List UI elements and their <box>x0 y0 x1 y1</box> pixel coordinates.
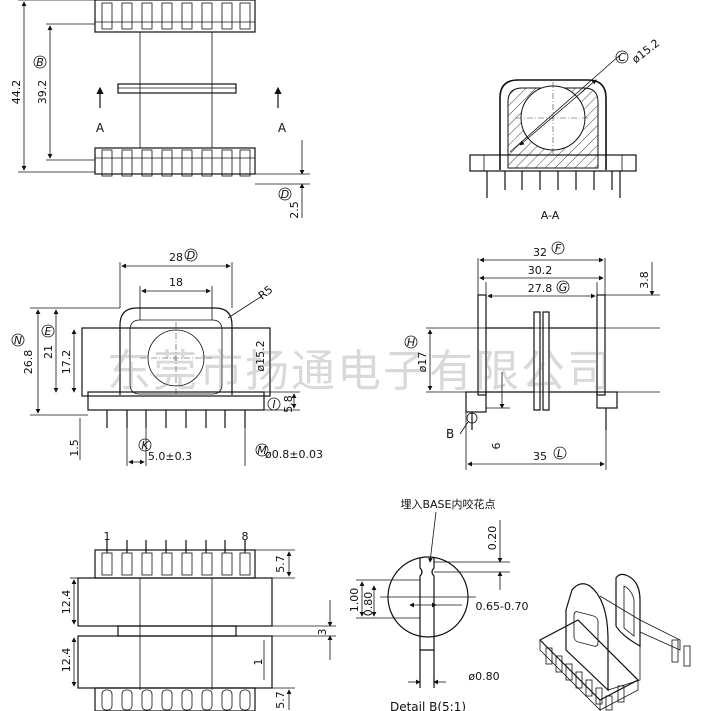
dim-side-32: 32 <box>533 246 547 259</box>
dim-side-6: 6 <box>490 443 503 450</box>
dim-front-radius: R5 <box>256 283 276 302</box>
label-b-circle: B <box>36 56 44 69</box>
dim-aa-bore: ø15.2 <box>630 37 663 66</box>
dim-bottom-5-7a: 5.7 <box>274 555 287 573</box>
label-l-circle: L <box>557 447 563 460</box>
label-f-circle: F <box>555 242 562 255</box>
label-i-circle: I <box>272 398 275 411</box>
dim-bottom-12-4a: 12.4 <box>60 590 73 615</box>
dim-pin-length: 2.5 <box>288 201 301 219</box>
label-d2-circle: D <box>187 249 195 262</box>
label-e-circle: E <box>45 325 52 338</box>
label-n-circle: N <box>14 334 22 347</box>
bottom-pin-1-label: 1 <box>104 530 111 543</box>
dim-front-21: 21 <box>42 345 55 359</box>
label-a-left: A <box>96 121 105 135</box>
dim-front-pin-dia: ø0.8±0.03 <box>265 448 323 461</box>
top-view: 44.2 39.2 B A A D 2.5 <box>10 0 310 219</box>
bottom-view: 1 8 12.4 12.4 5.7 3 1 5.7 <box>60 530 336 711</box>
dim-detail-0-80: 0.80 <box>362 592 375 617</box>
dim-front-bore: ø15.2 <box>254 340 267 371</box>
dim-front-1-5: 1.5 <box>68 439 81 457</box>
dim-front-pitch: 5.0±0.3 <box>148 450 192 463</box>
section-title: A-A <box>541 209 560 222</box>
detail-b: 埋入BASE内咬花点 0.20 1.00 0.80 0.65-0.70 ø0.8… <box>348 497 528 711</box>
dim-bottom-12-4b: 12.4 <box>60 648 73 673</box>
dim-top-inner: 39.2 <box>36 80 49 105</box>
dim-detail-1-00: 1.00 <box>348 588 361 613</box>
dim-front-17-2: 17.2 <box>60 350 73 375</box>
dim-front-5-8: 5.8 <box>282 395 295 413</box>
dim-side-27-8: 27.8 <box>528 282 553 295</box>
label-k-circle: K <box>141 439 149 452</box>
dim-detail-0-20: 0.20 <box>486 526 499 551</box>
label-a-right: A <box>278 121 287 135</box>
label-m-circle: M <box>257 444 267 457</box>
section-aa: C ø15.2 A-A <box>469 37 663 222</box>
watermark: 东莞市扬通电子有限公司 <box>107 346 613 397</box>
dim-front-width: 28 <box>169 251 183 264</box>
dim-top-height: 44.2 <box>10 80 23 105</box>
isometric-view <box>538 573 691 711</box>
dim-bottom-1: 1 <box>252 659 265 666</box>
bottom-pin-8-label: 8 <box>242 530 249 543</box>
label-c-circle: C <box>618 51 626 64</box>
label-g-circle: G <box>559 281 568 294</box>
dim-bottom-5-7b: 5.7 <box>274 691 287 709</box>
dim-detail-pin: ø0.80 <box>468 670 499 683</box>
detail-note: 埋入BASE内咬花点 <box>400 497 495 511</box>
dim-detail-065-070: 0.65-0.70 <box>476 600 529 613</box>
dim-bottom-3: 3 <box>316 629 329 636</box>
dim-side-35: 35 <box>533 450 547 463</box>
dim-side-17: ø17 <box>416 352 429 373</box>
detail-title: Detail B(5:1) <box>390 700 466 711</box>
side-view: 32 F 30.2 27.8 G 3.8 ø17 H 35 L 6 B <box>404 241 660 470</box>
label-detail-b: B <box>446 427 454 441</box>
dim-front-total-height: 26.8 <box>22 350 35 375</box>
dim-side-30-2: 30.2 <box>528 264 553 277</box>
dim-front-inner: 18 <box>169 276 183 289</box>
dim-side-3-8: 3.8 <box>638 271 651 289</box>
label-d-circle: D <box>281 188 289 201</box>
label-h-circle: H <box>407 336 415 349</box>
